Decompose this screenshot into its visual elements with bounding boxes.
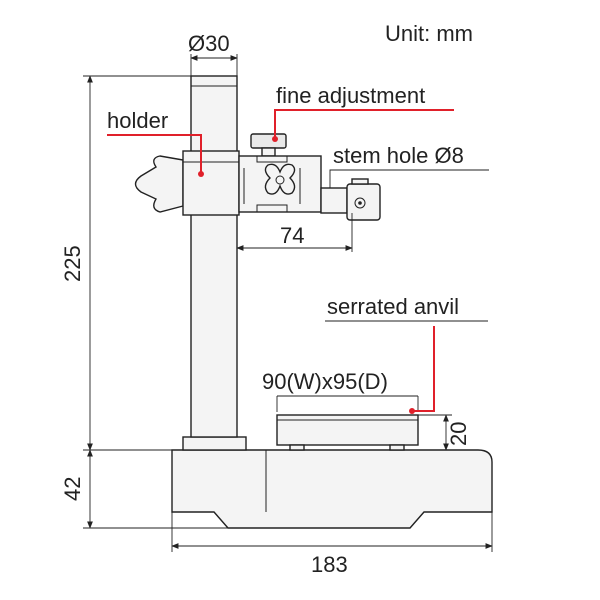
serrated-anvil-leader bbox=[412, 326, 435, 412]
holder-reach-label: 74 bbox=[280, 223, 304, 248]
serrated-anvil-label: serrated anvil bbox=[327, 294, 459, 319]
stem-hole-outer bbox=[354, 197, 366, 209]
base-width-label: 183 bbox=[311, 552, 348, 577]
holder-leader bbox=[107, 134, 202, 174]
fine-adjustment-label: fine adjustment bbox=[276, 83, 425, 108]
holder-label: holder bbox=[107, 108, 168, 133]
clamp-knob-center bbox=[275, 175, 285, 185]
column-collar bbox=[182, 436, 247, 451]
anvil-height-label: 20 bbox=[446, 422, 471, 446]
holder-leader-dot bbox=[198, 171, 204, 177]
anvil-size-label: 90(W)x95(D) bbox=[262, 369, 388, 394]
base bbox=[171, 449, 493, 529]
stem-hole-leader bbox=[329, 169, 489, 188]
holder-knob-left bbox=[134, 155, 184, 213]
fine-adjustment-knob bbox=[250, 133, 287, 149]
fine-adjustment-screw bbox=[261, 147, 276, 157]
holder-block bbox=[182, 150, 240, 216]
anvil-foot-right bbox=[389, 444, 405, 451]
fine-adjustment-leader bbox=[274, 109, 454, 139]
anvil-foot-left bbox=[289, 444, 305, 451]
stem-hole-inner bbox=[358, 201, 362, 205]
column-diameter-label: Ø30 bbox=[188, 31, 230, 56]
arm-slot-bottom bbox=[256, 204, 288, 213]
unit-label: Unit: mm bbox=[385, 21, 473, 46]
fine-adjustment-leader-dot bbox=[272, 136, 278, 142]
serrated-anvil-leader-dot bbox=[409, 408, 415, 414]
stem-clamp-screw bbox=[351, 178, 369, 185]
base-height-label: 42 bbox=[60, 477, 85, 501]
clamp-knob bbox=[264, 163, 296, 195]
stem-clamp-body bbox=[320, 187, 348, 214]
column bbox=[190, 75, 238, 438]
arm-slot-top bbox=[256, 155, 288, 163]
column-height-label: 225 bbox=[60, 245, 85, 282]
stem-hole-label: stem hole Ø8 bbox=[333, 143, 464, 168]
